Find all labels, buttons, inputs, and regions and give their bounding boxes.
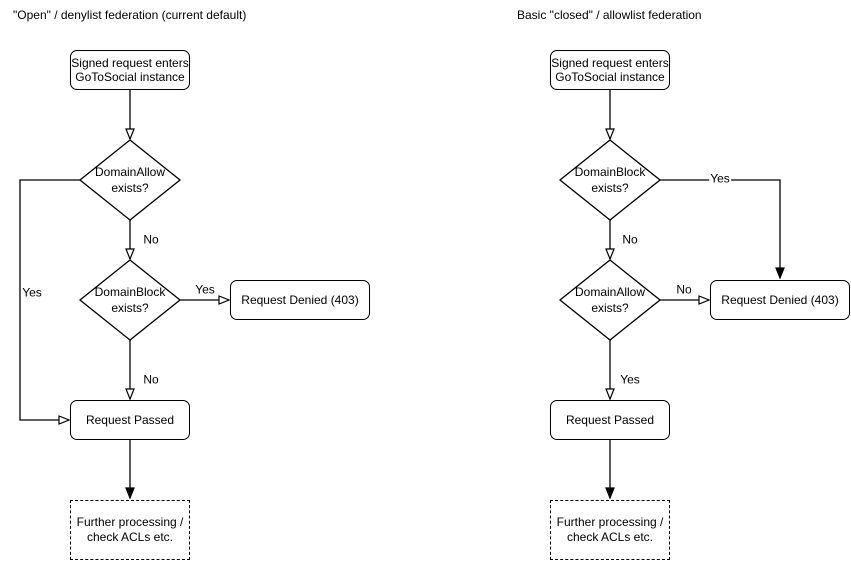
right-chart-title: Basic "closed" / allowlist federation [517, 8, 702, 22]
right-further-processing-text: Further processing / check ACLs etc. [557, 515, 664, 545]
left-edge-domainallow-yes-loop [19, 179, 80, 420]
node-text-line: check ACLs etc. [566, 530, 654, 544]
left-domainblock-yes-label: Yes [194, 282, 216, 297]
node-text-line: Further processing / [76, 515, 184, 529]
right-further-processing-node: Further processing / check ACLs etc. [550, 500, 670, 560]
left-denied-node-text: Request Denied (403) [241, 293, 359, 307]
left-domainblock-no-label: No [142, 372, 160, 387]
left-start-node: Signed request enters GoToSocial instanc… [70, 50, 190, 90]
left-further-processing-node: Further processing / check ACLs etc. [70, 500, 190, 560]
right-domainblock-no-label: No [621, 232, 639, 247]
node-text-line: Further processing / [556, 515, 664, 529]
right-denied-node: Request Denied (403) [710, 280, 850, 320]
left-further-processing-text: Further processing / check ACLs etc. [77, 515, 184, 545]
right-start-node-text: Signed request enters GoToSocial instanc… [551, 56, 668, 84]
right-passed-node: Request Passed [550, 400, 670, 440]
right-decision-domainallow-shape [558, 259, 662, 341]
node-text-line: Signed request enters [551, 56, 669, 70]
right-passed-node-text: Request Passed [565, 413, 655, 427]
left-denied-node: Request Denied (403) [230, 280, 370, 320]
node-text-line: GoToSocial instance [75, 70, 185, 84]
right-domainblock-yes-label: Yes [709, 171, 731, 186]
left-chart-title: "Open" / denylist federation (current de… [13, 8, 247, 22]
left-decision-domainallow-shape [78, 139, 182, 221]
right-denied-node-text: Request Denied (403) [721, 293, 839, 307]
node-text-line: GoToSocial instance [555, 70, 665, 84]
right-domainallow-no-label: No [675, 282, 693, 297]
left-passed-node: Request Passed [70, 400, 190, 440]
node-text-line: Signed request enters [71, 56, 189, 70]
right-domainallow-yes-label: Yes [619, 372, 641, 387]
left-decision-domainblock-shape [78, 259, 182, 341]
right-edge-domainblock-yes [660, 179, 780, 278]
right-start-node: Signed request enters GoToSocial instanc… [550, 50, 670, 90]
left-passed-node-text: Request Passed [85, 413, 175, 427]
left-start-node-text: Signed request enters GoToSocial instanc… [71, 56, 188, 84]
left-domainallow-yes-label: Yes [21, 285, 43, 300]
left-domainallow-no-label: No [142, 232, 160, 247]
node-text-line: check ACLs etc. [86, 530, 174, 544]
right-decision-domainblock-shape [558, 139, 662, 221]
